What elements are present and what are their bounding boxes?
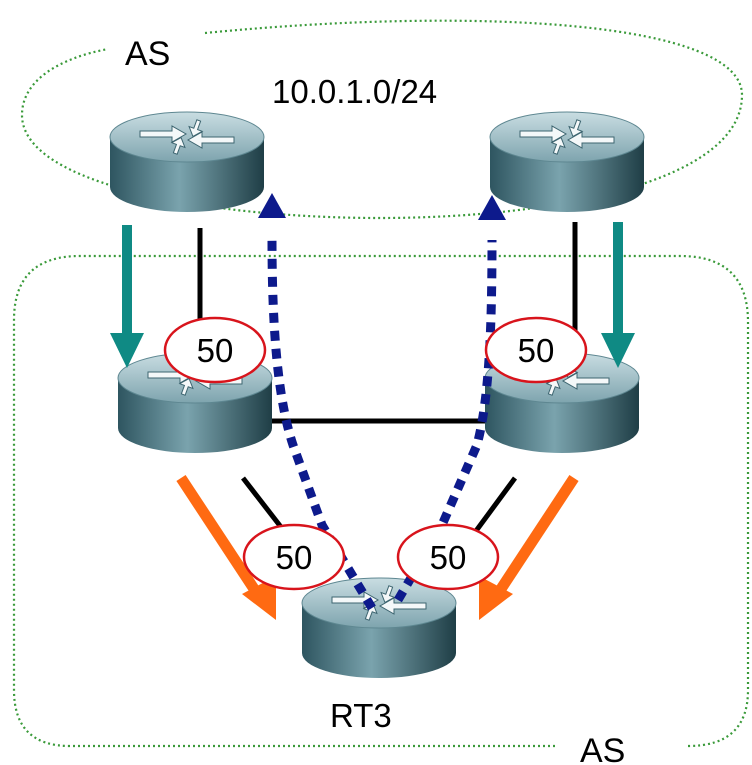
orange-arrows: [176, 474, 579, 620]
metric-badge-1: 50: [163, 316, 267, 384]
advert-arrowhead-left: [258, 193, 286, 218]
rt3-label: RT3: [330, 697, 392, 734]
metric-label: 50: [518, 332, 555, 369]
orange-arrow-right-shaft: [492, 474, 579, 599]
prefix-label: 10.0.1.0/24: [272, 73, 437, 110]
metric-label: 50: [197, 332, 234, 369]
teal-arrow-right-head: [601, 333, 635, 368]
metric-label: 50: [430, 539, 467, 576]
advert-path-right: [394, 239, 497, 603]
teal-arrows: [110, 222, 635, 368]
as-boundaries: [12, 19, 750, 748]
as-boundary-top: [20, 19, 744, 220]
router-rt3: [301, 577, 457, 679]
advert-path-left: [267, 239, 376, 611]
router-top-right: [489, 111, 645, 213]
router-icon: [489, 111, 645, 213]
metric-badge-4: 50: [396, 523, 500, 591]
teal-arrow-left-head: [110, 333, 144, 368]
orange-arrow-right-head: [479, 576, 513, 620]
advert-arrowhead-right: [478, 195, 506, 220]
network-links: [197, 222, 578, 575]
advertisement-paths: [258, 193, 506, 611]
metric-badge-2: 50: [484, 316, 588, 384]
as-boundary-bottom: [12, 254, 750, 748]
orange-arrow-left-shaft: [176, 474, 263, 599]
router-top-left: [109, 111, 265, 213]
metric-badge-3: 50: [242, 523, 346, 591]
as-label-top: AS: [125, 35, 170, 73]
router-icon: [109, 111, 265, 213]
orange-arrow-left-head: [242, 576, 276, 620]
as-label-bottom: AS: [580, 732, 625, 765]
router-icon: [301, 577, 457, 679]
metric-label: 50: [276, 539, 313, 576]
